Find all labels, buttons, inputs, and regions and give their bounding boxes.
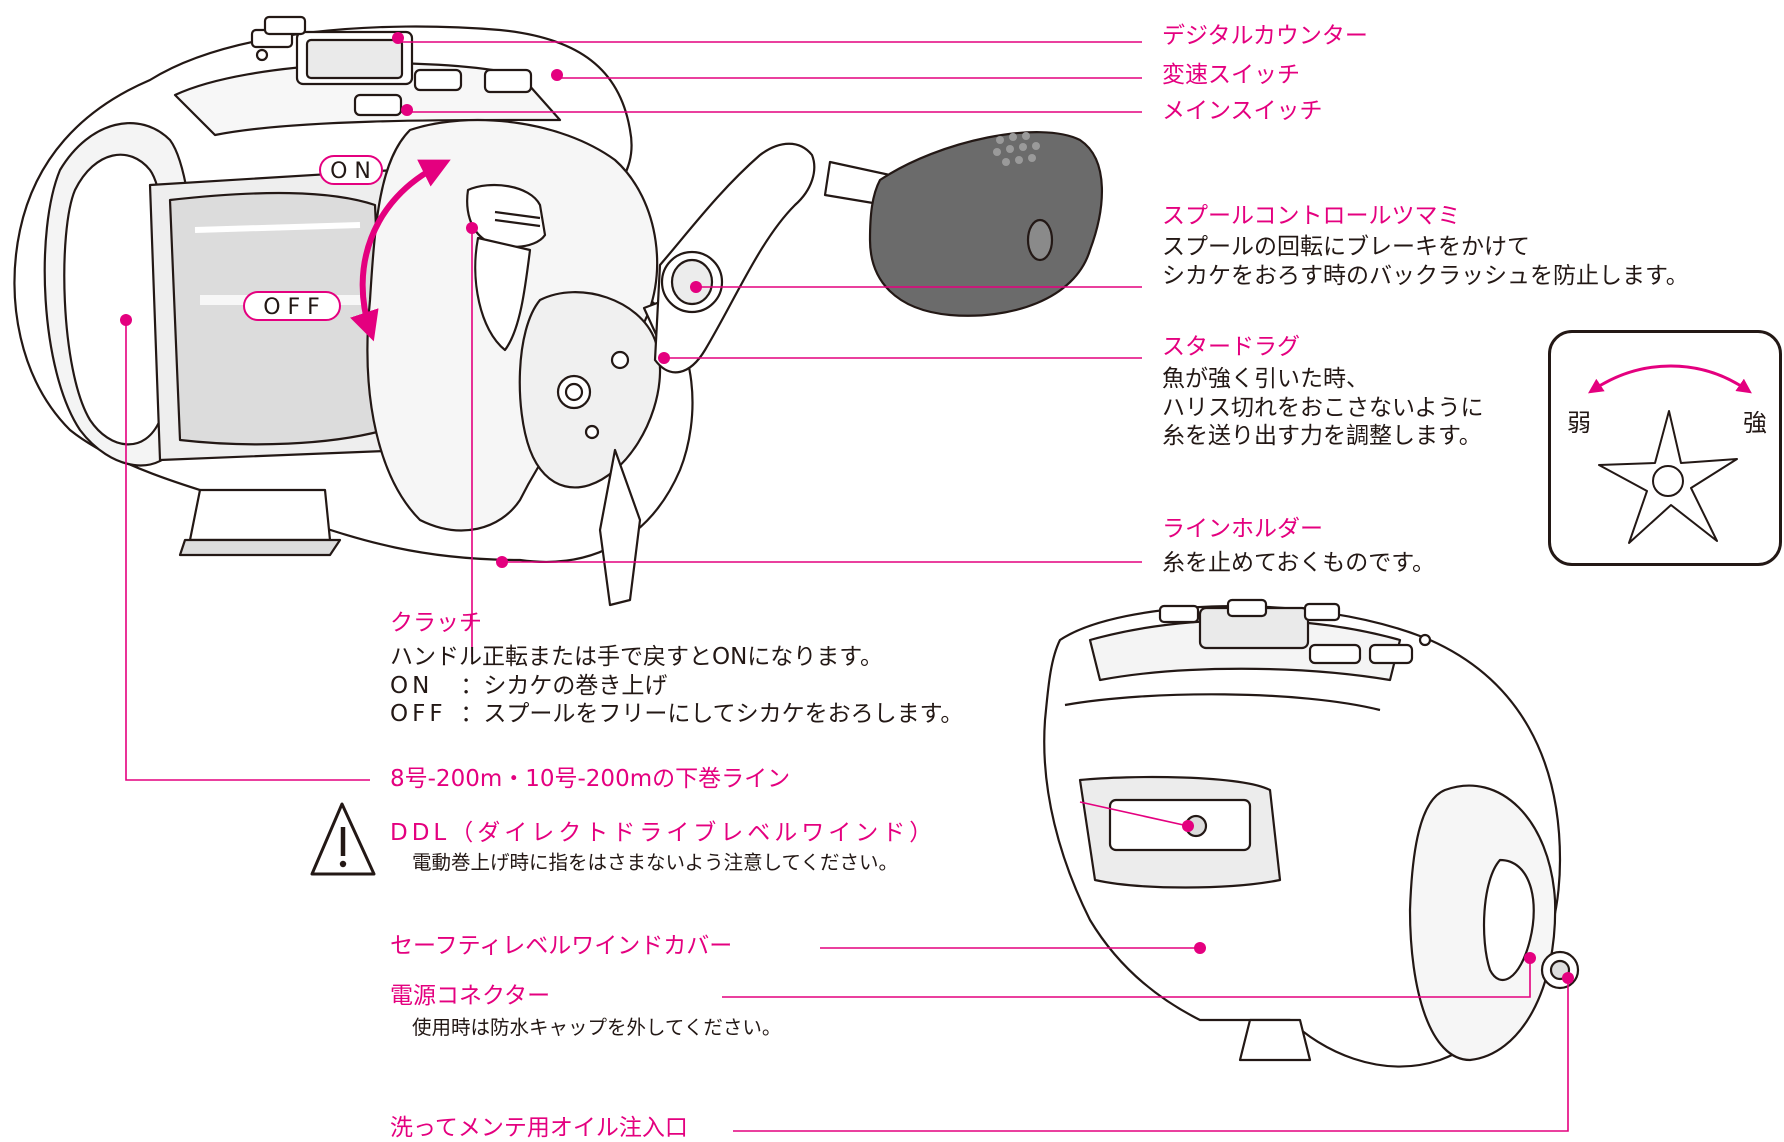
- label-star-drag: スタードラグ: [1162, 334, 1300, 360]
- clutch-off-pill: OFF: [243, 291, 341, 321]
- spool-control-desc-line-1: スプールの回転にブレーキをかけて: [1162, 234, 1530, 260]
- label-speed-switch: 変速スイッチ: [1162, 62, 1300, 88]
- label-underline: 8号-200m・10号-200mの下巻ライン: [390, 766, 791, 792]
- label-main-switch: メインスイッチ: [1162, 98, 1323, 124]
- leader-ddl: [1079, 801, 1189, 827]
- spool-control-desc-line-2: シカケをおろす時のバックラッシュを防止します。: [1162, 262, 1689, 289]
- label-digital-counter: デジタルカウンター: [1162, 23, 1368, 49]
- label-spool-control: スプールコントロールツマミ: [1162, 203, 1461, 229]
- drag-strong-label: 強: [1743, 409, 1767, 437]
- star-drag-desc: 魚が強く引いた時、 ハリス切れをおこさないように 糸を送り出す力を調整します。: [1162, 365, 1484, 451]
- label-ddl: DDL（ダイレクトドライブレベルワインド）: [390, 820, 937, 846]
- leader-oil-port: [733, 978, 1569, 1132]
- clutch-on-pill: ON: [319, 155, 383, 185]
- label-safety-cover: セーフティレベルワインドカバー: [390, 933, 733, 959]
- leader-dots: [120, 32, 1574, 984]
- power-connector-desc: 使用時は防水キャップを外してください。: [412, 1016, 782, 1039]
- star-drag-inset: 弱 強: [1548, 330, 1782, 566]
- label-clutch: クラッチ: [390, 610, 482, 636]
- leader-underline: [125, 320, 370, 781]
- star-drag-desc-line-3: 糸を送り出す力を調整します。: [1162, 423, 1482, 450]
- clutch-states: ON ：シカケの巻き上げ OFF ：スプールをフリーにしてシカケをおろします。: [390, 672, 963, 729]
- leader-lines: [125, 41, 1569, 1132]
- clutch-on-key: ON: [390, 672, 461, 699]
- drag-weak-label: 弱: [1567, 409, 1591, 437]
- clutch-on-value: ：シカケの巻き上げ: [460, 672, 668, 699]
- rear-reel-illustration: [1043, 598, 1580, 1068]
- clutch-off-value: ：スプールをフリーにしてシカケをおろします。: [460, 701, 964, 728]
- line-holder-desc: 糸を止めておくものです。: [1162, 550, 1436, 576]
- star-drag-desc-line-1: 魚が強く引いた時、: [1162, 366, 1369, 392]
- spool-control-desc: スプールの回転にブレーキをかけて シカケをおろす時のバックラッシュを防止します。: [1162, 233, 1689, 290]
- label-line-holder: ラインホルダー: [1162, 516, 1323, 542]
- label-oil-port: 洗ってメンテ用オイル注入口: [390, 1115, 688, 1141]
- main-reel-illustration: [13, 15, 1103, 607]
- clutch-off-key: OFF: [390, 701, 447, 728]
- star-drag-desc-line-2: ハリス切れをおこさないように: [1162, 394, 1484, 421]
- warning-icon: [310, 802, 376, 876]
- star-drag-diagram: [1588, 364, 1752, 544]
- leader-power-connector: [722, 958, 1531, 998]
- ddl-desc: 電動巻上げ時に指をはさまないよう注意してください。: [412, 851, 898, 874]
- clutch-desc: ハンドル正転または手で戻すとONになります。 ON ：シカケの巻き上げ OFF …: [390, 643, 963, 729]
- clutch-desc-line: ハンドル正転または手で戻すとONになります。: [390, 644, 884, 670]
- label-power-connector: 電源コネクター: [390, 983, 551, 1009]
- clutch-on-off-arrow: [350, 159, 451, 342]
